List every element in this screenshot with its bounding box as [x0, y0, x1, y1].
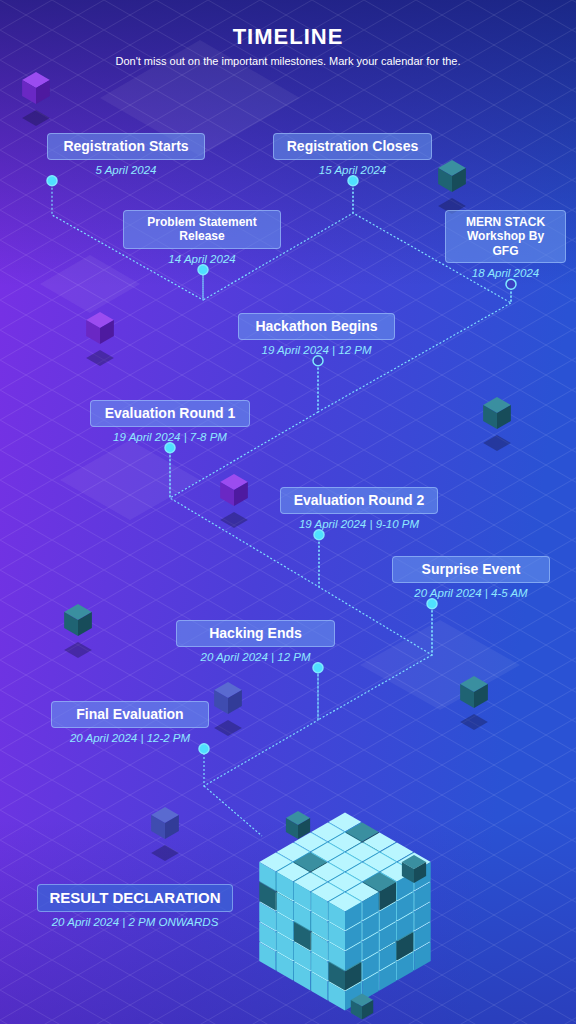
milestone-dot — [165, 443, 175, 453]
milestone-date: 19 April 2024 | 7-8 PM — [113, 431, 227, 443]
milestone-dot — [47, 176, 57, 186]
milestone-label: Hackathon Begins — [238, 313, 395, 340]
milestone-label: Registration Closes — [273, 133, 432, 160]
milestone-dot — [198, 265, 208, 275]
milestone-date: 20 April 2024 | 12 PM — [201, 651, 311, 663]
milestone-label: Evaluation Round 2 — [280, 487, 438, 514]
milestone-date: 20 April 2024 | 4-5 AM — [414, 587, 527, 599]
milestone: Evaluation Round 1 19 April 2024 | 7-8 PM — [90, 400, 250, 443]
milestone-dot — [313, 356, 323, 366]
milestone: Hacking Ends 20 April 2024 | 12 PM — [176, 620, 335, 663]
milestone: Problem Statement Release 14 April 2024 — [123, 210, 281, 265]
milestone: Surprise Event 20 April 2024 | 4-5 AM — [392, 556, 550, 599]
milestone-label: Registration Starts — [47, 133, 205, 160]
result-cube — [259, 813, 430, 1011]
milestone: Hackathon Begins 19 April 2024 | 12 PM — [238, 313, 395, 356]
milestone-label: RESULT DECLARATION — [37, 884, 233, 912]
milestone-dot — [199, 744, 209, 754]
milestone-dot — [314, 530, 324, 540]
milestone-label: Hacking Ends — [176, 620, 335, 647]
title: TIMELINE — [0, 24, 576, 50]
milestone-date: 20 April 2024 | 12-2 PM — [70, 732, 190, 744]
milestone-dot — [506, 279, 516, 289]
milestone: MERN STACK Workshop By GFG 18 April 2024 — [445, 210, 566, 279]
milestone-date: 19 April 2024 | 9-10 PM — [299, 518, 419, 530]
milestone: Final Evaluation 20 April 2024 | 12-2 PM — [51, 701, 209, 744]
milestone-label: Evaluation Round 1 — [90, 400, 250, 427]
milestone-dot — [348, 176, 358, 186]
timeline-connector — [170, 443, 319, 587]
cube-art — [22, 72, 511, 1020]
milestone: RESULT DECLARATION 20 April 2024 | 2 PM O… — [37, 884, 233, 928]
milestone-date: 19 April 2024 | 12 PM — [262, 344, 372, 356]
milestone-label: Final Evaluation — [51, 701, 209, 728]
milestone-date: 20 April 2024 | 2 PM ONWARDS — [52, 916, 219, 928]
milestone-date: 5 April 2024 — [96, 164, 157, 176]
leader-line — [204, 786, 262, 836]
subtitle: Don't miss out on the important mileston… — [0, 55, 576, 67]
milestone-label: Surprise Event — [392, 556, 550, 583]
timeline-connector — [318, 599, 432, 720]
milestone-label: MERN STACK Workshop By GFG — [445, 210, 566, 263]
milestone-label: Problem Statement Release — [123, 210, 281, 249]
milestone-date: 18 April 2024 — [472, 267, 539, 279]
timeline-connector — [204, 663, 318, 786]
milestone-dot — [313, 663, 323, 673]
milestone: Registration Closes 15 April 2024 — [273, 133, 432, 176]
milestone-date: 14 April 2024 — [168, 253, 235, 265]
milestone-dot — [427, 599, 437, 609]
milestone: Registration Starts 5 April 2024 — [47, 133, 205, 176]
timeline-connector — [170, 356, 318, 498]
milestone: Evaluation Round 2 19 April 2024 | 9-10 P… — [280, 487, 438, 530]
tiles — [40, 40, 520, 710]
milestone-date: 15 April 2024 — [319, 164, 386, 176]
